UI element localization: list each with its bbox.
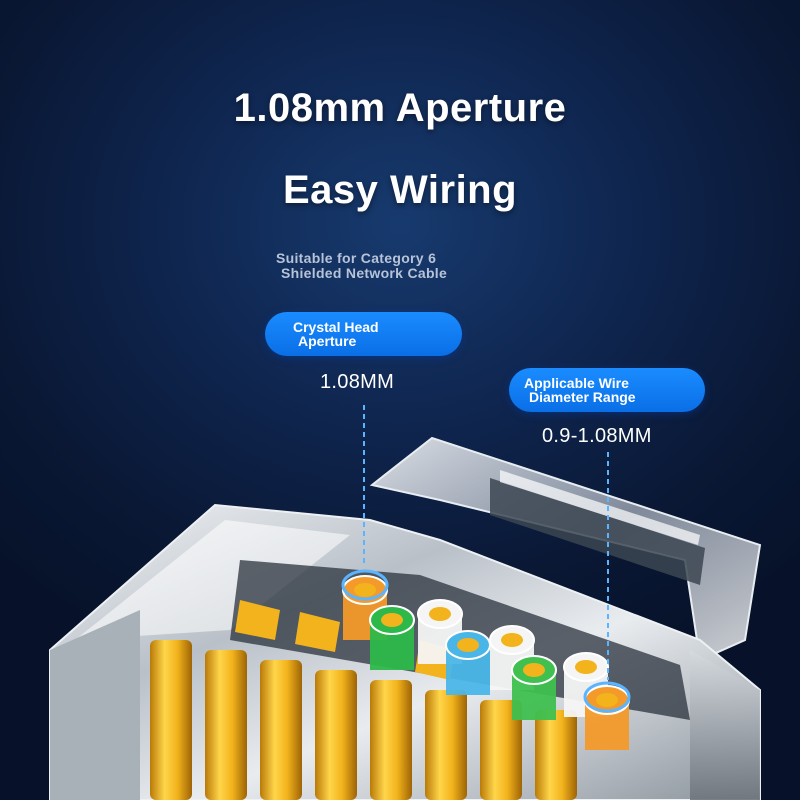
wire-end	[489, 625, 535, 690]
headline-line-1: 1.08mm Aperture	[233, 86, 567, 130]
connector-latch	[369, 436, 762, 662]
callout-badge-wire-range: Applicable Wire Diameter Range	[509, 368, 705, 412]
subtitle: Suitable for Category 6 Shielded Network…	[276, 251, 576, 281]
callout-label-line-2: Diameter Range	[529, 389, 636, 405]
wire-end	[445, 630, 491, 695]
callout-badge-aperture: Crystal Head Aperture	[265, 312, 462, 356]
callout-value-wire-range: 0.9-1.08MM	[542, 425, 652, 447]
wire-ends	[342, 575, 630, 750]
wire-ring	[583, 681, 631, 713]
callout-label-line-1: Applicable Wire	[524, 375, 629, 391]
wire-end	[511, 655, 557, 720]
gold-contacts	[150, 600, 577, 800]
callout-value-aperture: 1.08MM	[320, 371, 395, 393]
wire-end	[369, 605, 415, 670]
wire-end	[584, 685, 630, 750]
aperture-ring	[341, 569, 389, 601]
subtitle-line-1: Suitable for Category 6	[276, 250, 437, 266]
subtitle-line-2: Shielded Network Cable	[281, 265, 448, 281]
latch-window	[490, 478, 705, 585]
callout-label-line-1: Crystal Head	[293, 319, 379, 335]
headline-line-2: Easy Wiring	[282, 168, 518, 212]
callout-label-line-2: Aperture	[298, 333, 357, 349]
